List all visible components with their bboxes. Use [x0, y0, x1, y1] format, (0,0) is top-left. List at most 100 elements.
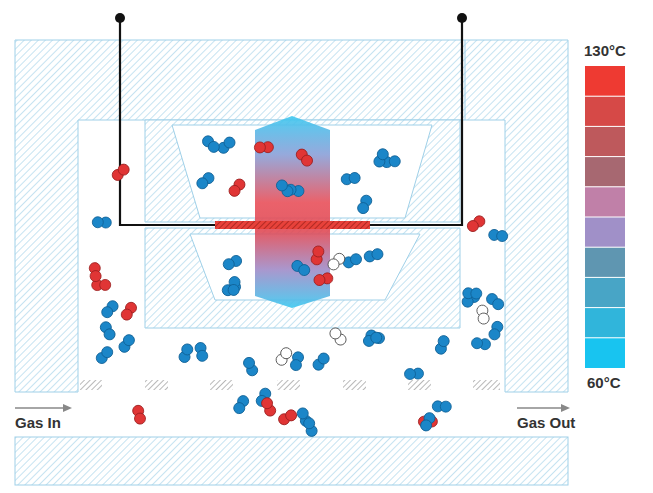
gas-molecule [434, 334, 451, 356]
atom [297, 263, 312, 278]
atom [471, 288, 482, 299]
atom [121, 333, 136, 348]
atom [222, 135, 238, 151]
gas-molecule [294, 147, 315, 169]
gas-molecule [311, 351, 332, 373]
atom [232, 401, 247, 416]
gas-molecule [471, 337, 491, 350]
atom [313, 274, 326, 287]
gas-molecule [463, 288, 482, 300]
scale-band [585, 217, 625, 247]
scale-max-label: 130°C [584, 42, 626, 60]
atom [102, 327, 117, 342]
gas-outlet-label: Gas Out [517, 414, 575, 432]
gas-molecule [98, 320, 117, 342]
atom [389, 155, 401, 167]
atom [490, 296, 505, 311]
scale-band [585, 187, 625, 217]
scale-divider [585, 247, 625, 248]
heater-wires [120, 18, 462, 225]
terminal-dot [457, 13, 467, 23]
atom [471, 337, 483, 349]
atom [356, 201, 370, 215]
gas-molecule [232, 394, 251, 416]
scale-band [585, 247, 625, 277]
gas-molecule [362, 330, 384, 348]
gas-molecule [119, 300, 138, 322]
scale-band [585, 126, 625, 156]
scale-band [585, 277, 625, 307]
atom [371, 247, 385, 261]
gas-molecule [432, 401, 451, 413]
scale-divider [585, 337, 625, 338]
plate-bar [408, 380, 431, 390]
atom [242, 356, 256, 370]
plate-bar [210, 380, 233, 390]
atom [496, 230, 508, 242]
atom [369, 330, 384, 345]
gas-molecule [132, 404, 147, 425]
plate-bar [80, 380, 102, 390]
atom [133, 412, 146, 425]
scale-band [585, 157, 625, 187]
atom [477, 312, 490, 325]
gas-molecule [465, 214, 487, 234]
atom [206, 139, 222, 155]
scale-divider [585, 307, 625, 308]
atom [119, 307, 134, 322]
gas-molecule [310, 245, 325, 266]
terminal-dot [115, 13, 125, 23]
gas-molecule [221, 254, 243, 272]
scale-min-label: 60°C [587, 374, 621, 392]
scale-divider [585, 156, 625, 157]
gas-molecule [194, 341, 209, 362]
gas-molecule [277, 408, 299, 427]
gas-molecule [356, 194, 374, 216]
atom [375, 147, 390, 162]
atom [284, 408, 299, 423]
atom [440, 401, 451, 412]
scale-divider [585, 126, 625, 127]
heater-strip [215, 221, 370, 229]
atom [227, 284, 239, 296]
gas-molecule [89, 262, 102, 282]
atom [299, 153, 315, 169]
gas-molecule [404, 368, 424, 380]
gas-molecule [302, 416, 318, 437]
gas-molecule [274, 178, 295, 199]
plate-bar [343, 380, 366, 390]
gas-molecule [488, 229, 508, 243]
gas-molecule [195, 170, 217, 191]
gas-molecule [92, 217, 111, 229]
scale-divider [585, 217, 625, 218]
gas-molecule [476, 304, 490, 324]
gas-molecule [227, 177, 247, 199]
gas-molecule [419, 411, 437, 433]
atom [328, 326, 343, 341]
plate-bar [473, 380, 500, 390]
color-scale [585, 66, 625, 368]
atom [289, 358, 302, 371]
atom [348, 172, 361, 185]
gas-molecule [227, 276, 240, 296]
gas-molecule [372, 147, 390, 169]
atom [279, 346, 294, 361]
plate-bar [145, 380, 168, 390]
gas-molecule [313, 272, 334, 287]
gas-molecule [487, 320, 504, 342]
perforated-plate [80, 380, 500, 390]
atom [302, 416, 316, 430]
atom [180, 342, 194, 356]
gas-molecule [289, 351, 305, 372]
atom [221, 257, 236, 272]
gas-molecule [110, 162, 131, 183]
gas-molecule [363, 247, 384, 263]
housing [15, 40, 568, 485]
scale-band [585, 66, 625, 96]
gas-molecule [177, 342, 194, 364]
gas-molecule [200, 134, 221, 155]
atom [326, 257, 342, 273]
gas-inlet-label: Gas In [15, 414, 61, 432]
atom [274, 178, 290, 194]
